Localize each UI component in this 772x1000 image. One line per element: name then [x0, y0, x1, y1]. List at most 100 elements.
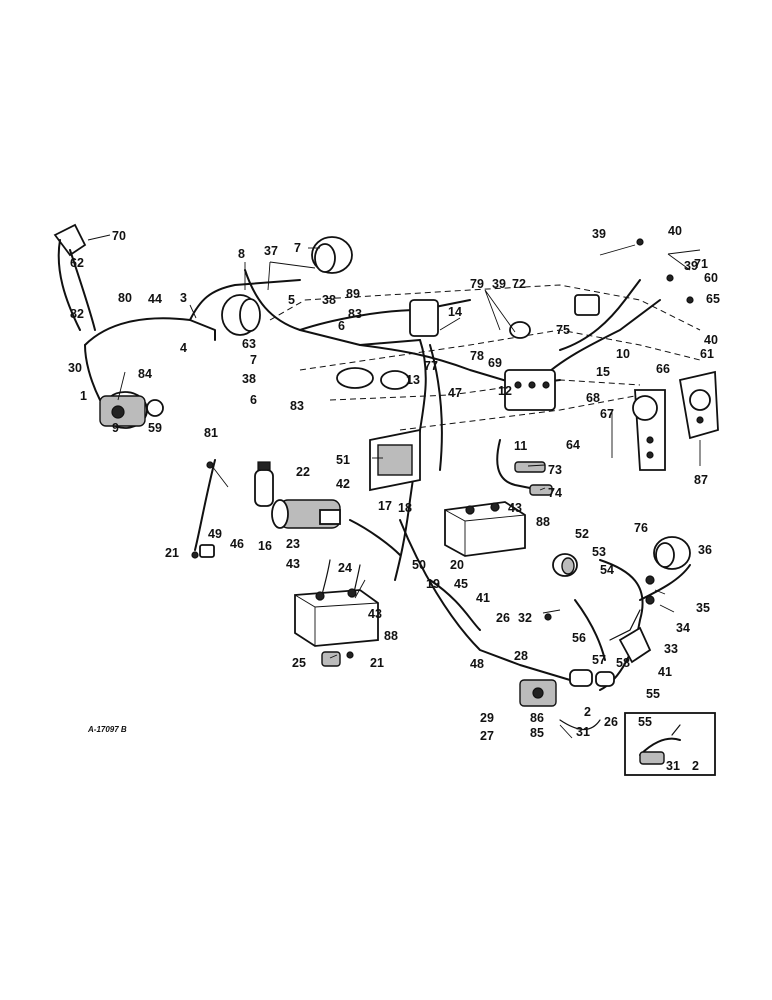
starter-16: [271, 499, 341, 529]
callout-85: 85: [530, 726, 544, 740]
callout-21-right: 21: [370, 656, 384, 670]
callout-50: 50: [412, 558, 426, 572]
horn-mount-41: [618, 626, 652, 664]
callout-70: 70: [112, 229, 126, 243]
callout-58: 58: [616, 656, 630, 670]
callout-43-left: 43: [286, 557, 300, 571]
callout-71: 71: [694, 257, 708, 271]
callout-36: 36: [698, 543, 712, 557]
callout-64: 64: [566, 438, 580, 452]
callout-41-mid: 41: [476, 591, 490, 605]
callout-46: 46: [230, 537, 244, 551]
callout-12: 12: [498, 384, 512, 398]
callout-14: 14: [448, 305, 462, 319]
coil-46: [254, 461, 274, 507]
lamp-36: [653, 536, 691, 570]
connector-14: [409, 294, 600, 337]
callout-38-upper: 38: [322, 293, 336, 307]
switch-72: [509, 321, 531, 339]
callout-22: 22: [296, 465, 310, 479]
callout-45: 45: [454, 577, 468, 591]
callout-26-lower: 26: [604, 715, 618, 729]
callout-76: 76: [634, 521, 648, 535]
headlight-7-upper: [311, 236, 353, 274]
callout-75: 75: [556, 323, 570, 337]
callout-29: 29: [480, 711, 494, 725]
callout-27: 27: [480, 729, 494, 743]
callout-38-lower: 38: [242, 372, 256, 386]
fuse-block-12: [504, 369, 556, 411]
callout-20: 20: [450, 558, 464, 572]
callout-83-upper: 83: [348, 307, 362, 321]
callout-81: 81: [204, 426, 218, 440]
callout-43-lower: 43: [368, 607, 382, 621]
callout-4: 4: [180, 341, 187, 355]
coiled-wires-13: [336, 367, 410, 390]
callout-78: 78: [470, 349, 484, 363]
callout-51: 51: [336, 453, 350, 467]
drawing-reference: A-17097 B: [87, 725, 127, 734]
callout-31-inset: 31: [666, 759, 680, 773]
callout-39-mid: 39: [492, 277, 506, 291]
callout-18: 18: [398, 501, 412, 515]
lamp-52: [552, 553, 578, 577]
callout-66: 66: [656, 362, 670, 376]
headlight-7-lower: [221, 294, 261, 336]
callout-10: 10: [616, 347, 630, 361]
callout-6-upper: 6: [338, 319, 345, 333]
callout-32: 32: [518, 611, 532, 625]
callout-23: 23: [286, 537, 300, 551]
battery-19-lower: [294, 588, 379, 647]
callout-60: 60: [704, 271, 718, 285]
callout-44: 44: [148, 292, 162, 306]
callout-41-right: 41: [658, 665, 672, 679]
headlight-70: [53, 223, 96, 331]
connector-57: [569, 669, 615, 687]
panel-87: [678, 370, 719, 440]
callout-39-right: 39: [592, 227, 606, 241]
callout-2-main: 2: [584, 705, 591, 719]
switch-25: [321, 651, 341, 667]
callout-43-upper: 43: [508, 501, 522, 515]
callout-37: 37: [264, 244, 278, 258]
callout-25: 25: [292, 656, 306, 670]
callout-35: 35: [696, 601, 710, 615]
callout-59: 59: [148, 421, 162, 435]
inset-detail: [624, 712, 716, 776]
callout-63: 63: [242, 337, 256, 351]
callout-6-lower: 6: [250, 393, 257, 407]
callout-34: 34: [676, 621, 690, 635]
callout-61: 61: [700, 347, 714, 361]
callout-13: 13: [406, 373, 420, 387]
callout-55: 55: [646, 687, 660, 701]
battery-19-upper: [444, 501, 526, 557]
callout-89: 89: [346, 287, 360, 301]
callout-74: 74: [548, 486, 562, 500]
callout-48: 48: [470, 657, 484, 671]
callout-82: 82: [70, 307, 84, 321]
callout-56: 56: [572, 631, 586, 645]
regulator-51: [369, 428, 421, 492]
callout-24: 24: [338, 561, 352, 575]
callout-11: 11: [514, 439, 527, 453]
callout-31-main: 31: [576, 725, 590, 739]
callout-52: 52: [575, 527, 589, 541]
callout-15: 15: [596, 365, 610, 379]
alternator-59: [99, 391, 164, 429]
callout-40-upper: 40: [668, 224, 682, 238]
callout-40-lower: 40: [704, 333, 718, 347]
callout-42: 42: [336, 477, 350, 491]
callout-86: 86: [530, 711, 544, 725]
gauge-panel-76: [632, 389, 666, 471]
callout-62: 62: [70, 256, 84, 270]
callout-73: 73: [548, 463, 562, 477]
callout-1: 1: [80, 389, 87, 403]
callout-33: 33: [664, 642, 678, 656]
small-parts: [191, 238, 694, 659]
callout-21-left: 21: [165, 546, 179, 560]
callout-77: 77: [424, 359, 438, 373]
callout-7-upper: 7: [294, 241, 301, 255]
callout-88: 19: [426, 577, 440, 591]
callout-labels: 70 62 80 82 44 3 4 30 8 37 7 5 38 89 6 8…: [68, 224, 720, 773]
